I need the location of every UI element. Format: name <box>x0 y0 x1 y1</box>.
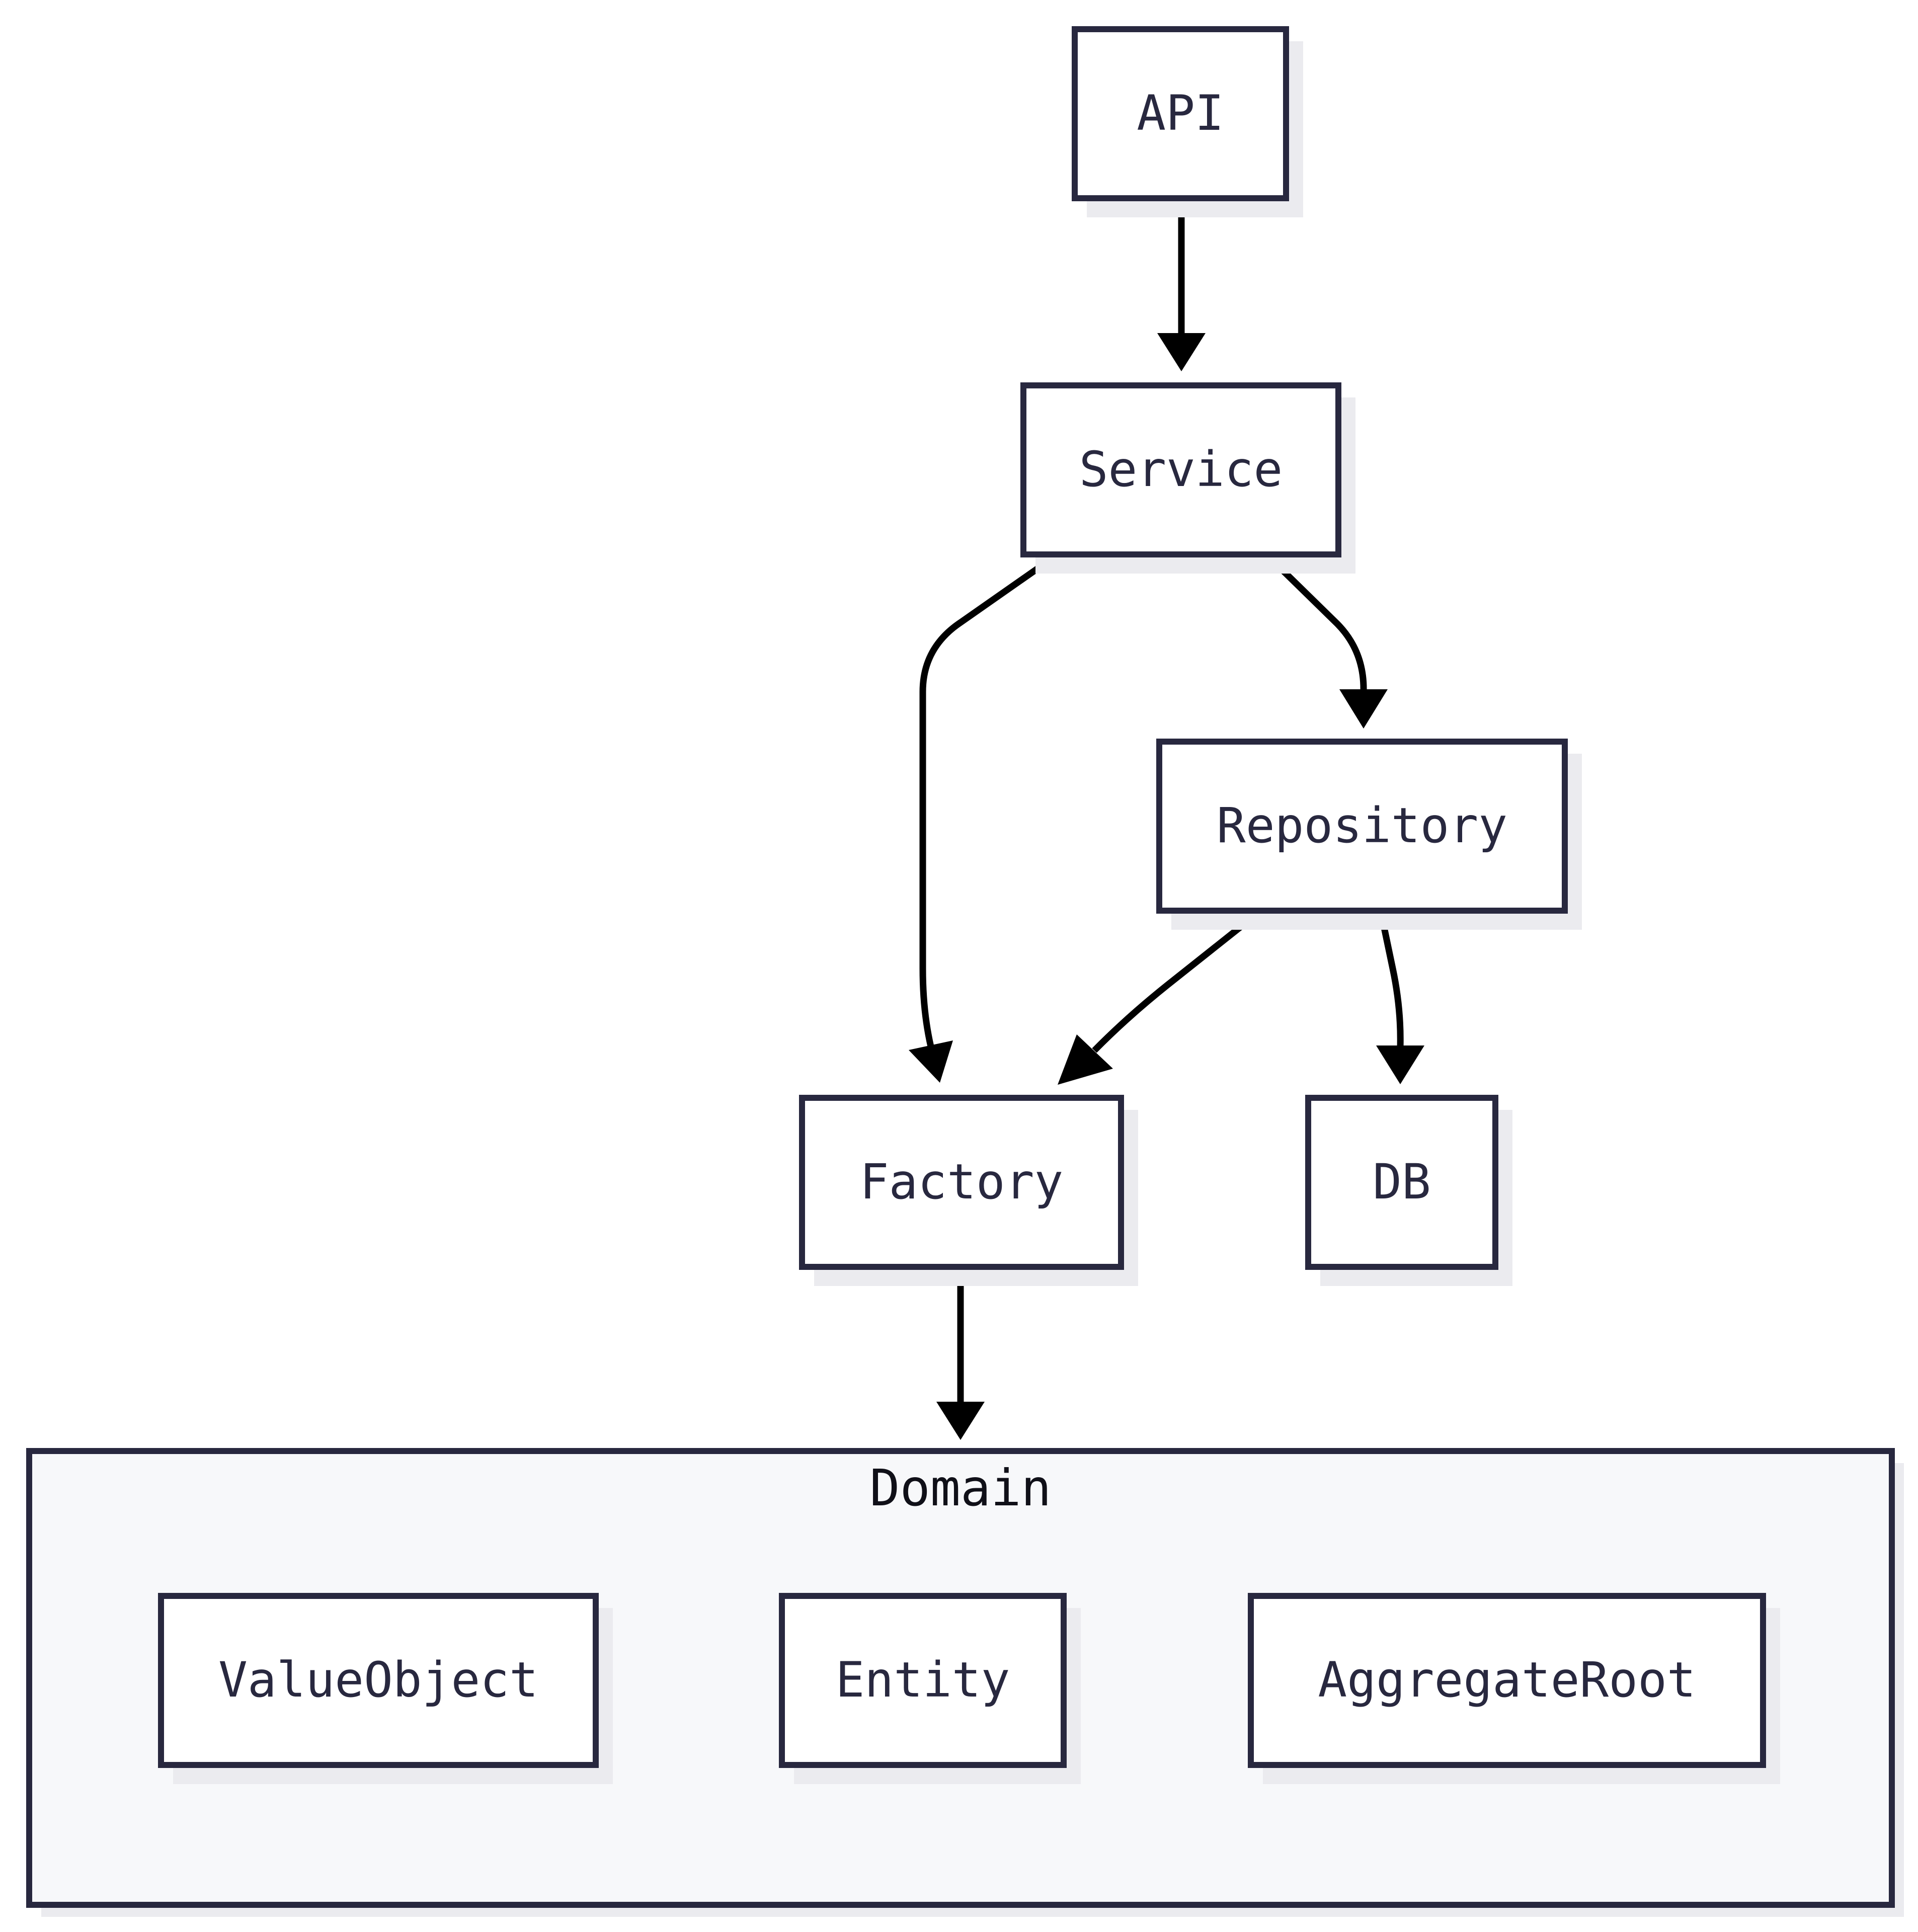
node-api: API <box>1072 26 1303 217</box>
edge-api-to-service <box>1157 200 1206 371</box>
node-aggregate-root-label: AggregateRoot <box>1318 1652 1696 1708</box>
edge-service-to-factory <box>909 553 1058 1083</box>
node-value-object-label: ValueObject <box>218 1652 538 1708</box>
node-db-label: DB <box>1373 1154 1431 1210</box>
group-domain-label: Domain <box>869 1459 1051 1517</box>
node-api-label: API <box>1137 85 1224 141</box>
node-service-label: Service <box>1079 441 1283 498</box>
node-factory-label: Factory <box>860 1154 1064 1210</box>
node-repository-label: Repository <box>1217 797 1507 854</box>
node-factory: Factory <box>799 1095 1138 1286</box>
node-service: Service <box>1020 382 1355 574</box>
node-aggregate-root: AggregateRoot <box>1248 1593 1780 1784</box>
node-entity-label: Entity <box>836 1652 1010 1708</box>
edge-repository-to-factory <box>1058 910 1260 1085</box>
node-entity: Entity <box>779 1593 1081 1784</box>
edges <box>909 200 1424 1440</box>
node-db: DB <box>1305 1095 1512 1286</box>
node-repository: Repository <box>1156 739 1582 930</box>
node-value-object: ValueObject <box>158 1593 613 1784</box>
edge-factory-to-domain <box>936 1269 985 1440</box>
edge-service-to-repository <box>1265 553 1388 729</box>
edge-repository-to-db <box>1376 912 1424 1084</box>
